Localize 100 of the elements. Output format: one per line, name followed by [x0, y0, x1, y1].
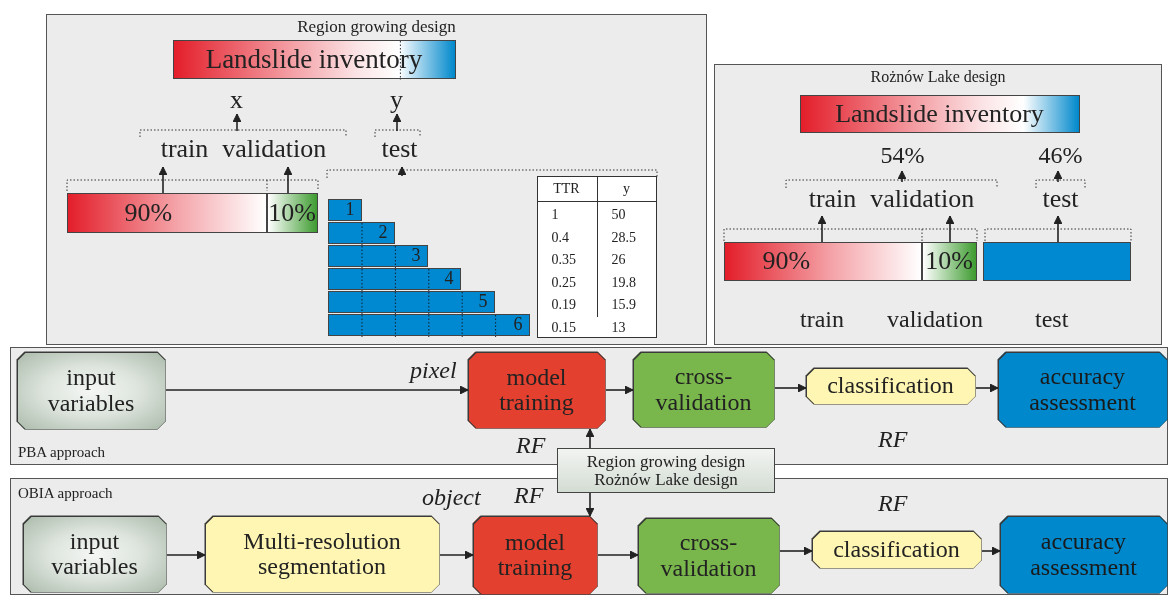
validation-bar	[266, 192, 318, 233]
text-label: RF	[878, 426, 908, 453]
arrow	[166, 550, 206, 560]
table-cell: 28.5	[611, 229, 636, 246]
arrow	[817, 215, 827, 243]
box-label: input variables	[50, 528, 139, 580]
text-label: validation	[870, 185, 975, 212]
process-box	[997, 351, 1168, 428]
box-label: 3	[411, 246, 422, 265]
arrow	[585, 492, 595, 517]
arrow	[1053, 170, 1063, 183]
train-bar	[723, 241, 922, 281]
box-label: accuracy assessment	[1029, 529, 1138, 580]
panel-title: Rożnów Lake design	[869, 68, 1007, 86]
text-label: train	[808, 185, 857, 212]
arrow	[392, 113, 402, 132]
box-label: input variables	[46, 365, 136, 416]
panel-title: OBIA approach	[18, 485, 113, 502]
inventory-bar	[172, 39, 456, 79]
box-label: Multi-resolution segmentation	[242, 528, 402, 580]
arrow	[779, 546, 813, 556]
box-label: model training	[496, 529, 574, 581]
table-cell: 1	[551, 207, 559, 223]
text-label: train	[800, 306, 844, 333]
text-label: test	[371, 130, 428, 167]
design-box	[557, 448, 775, 493]
box-label: 90%	[762, 247, 811, 275]
text-label: test	[1031, 181, 1090, 216]
box-label: 4	[444, 269, 455, 288]
process-box	[999, 515, 1168, 594]
process-box	[632, 351, 775, 428]
table-cell: 0.4	[551, 229, 569, 246]
table-cell: 19.8	[611, 274, 636, 291]
text-label: x	[225, 85, 248, 114]
box-label: 6	[513, 315, 524, 334]
box-label: cross-validation	[654, 364, 753, 415]
arrow	[945, 215, 955, 243]
box-label: 90%	[124, 198, 173, 227]
test-block	[327, 267, 461, 290]
arrow	[975, 383, 999, 393]
arrow	[597, 550, 639, 560]
arrow	[439, 550, 474, 560]
validation-bar	[921, 241, 977, 281]
box-label: 10%	[268, 198, 316, 227]
box-label: Landslide inventory	[835, 99, 1044, 128]
arrow	[397, 166, 407, 177]
box-label: accuracy assessment	[1028, 364, 1137, 415]
text-label: validation	[222, 135, 327, 162]
box-label: 2	[378, 223, 389, 242]
arrow	[897, 170, 907, 183]
process-box	[22, 515, 167, 593]
box-label: Region growing design	[586, 452, 746, 471]
text-label: RF	[514, 482, 544, 509]
table-cell: 0.19	[551, 297, 576, 313]
text-label: y	[385, 85, 408, 114]
text-label: RF	[878, 490, 908, 517]
inventory-bar	[799, 94, 1080, 133]
table-cell: 0.35	[551, 252, 576, 268]
process-box	[472, 515, 598, 595]
table-cell: 50	[611, 207, 626, 223]
panel-title: Region growing design	[296, 17, 457, 37]
text-label: 46%	[1025, 138, 1096, 171]
table-cell-text: TTR	[552, 180, 581, 197]
design-panel	[46, 14, 707, 345]
box-label: 10%	[925, 247, 973, 275]
arrow	[981, 546, 1001, 556]
box-label: classification	[833, 536, 960, 563]
arrow	[283, 166, 293, 194]
arrow	[165, 385, 469, 395]
box-label: cross-validation	[659, 530, 758, 581]
table-cell-text: y	[622, 180, 631, 197]
arrow	[232, 113, 242, 132]
box-label: Landslide inventory	[205, 44, 423, 74]
arrow	[1053, 215, 1063, 243]
test-block	[327, 198, 362, 221]
process-box	[637, 517, 780, 594]
panel-title: PBA approach	[18, 444, 106, 461]
process-box	[467, 351, 606, 429]
arrow	[605, 385, 634, 395]
test-block	[327, 221, 395, 244]
process-box	[811, 530, 982, 569]
text-label: test	[1035, 306, 1069, 333]
process-box	[16, 351, 166, 430]
test-bar	[982, 241, 1131, 281]
box-label: Rożnów Lake design	[594, 470, 738, 489]
train-bar	[66, 192, 267, 233]
test-block	[327, 313, 530, 336]
arrow	[585, 428, 595, 449]
table-cell: 13	[611, 319, 626, 336]
text-label: 54%	[867, 138, 938, 171]
box-label: classification	[827, 373, 954, 399]
test-block	[327, 290, 495, 313]
process-box	[204, 515, 440, 593]
test-block	[327, 244, 428, 267]
text-label: object	[422, 484, 481, 511]
box-label: 5	[478, 292, 489, 311]
table-cell: 0.25	[551, 274, 576, 291]
table-cell: 0.15	[551, 319, 576, 336]
table-cell: 26	[611, 252, 626, 268]
box-label: model training	[498, 364, 575, 416]
